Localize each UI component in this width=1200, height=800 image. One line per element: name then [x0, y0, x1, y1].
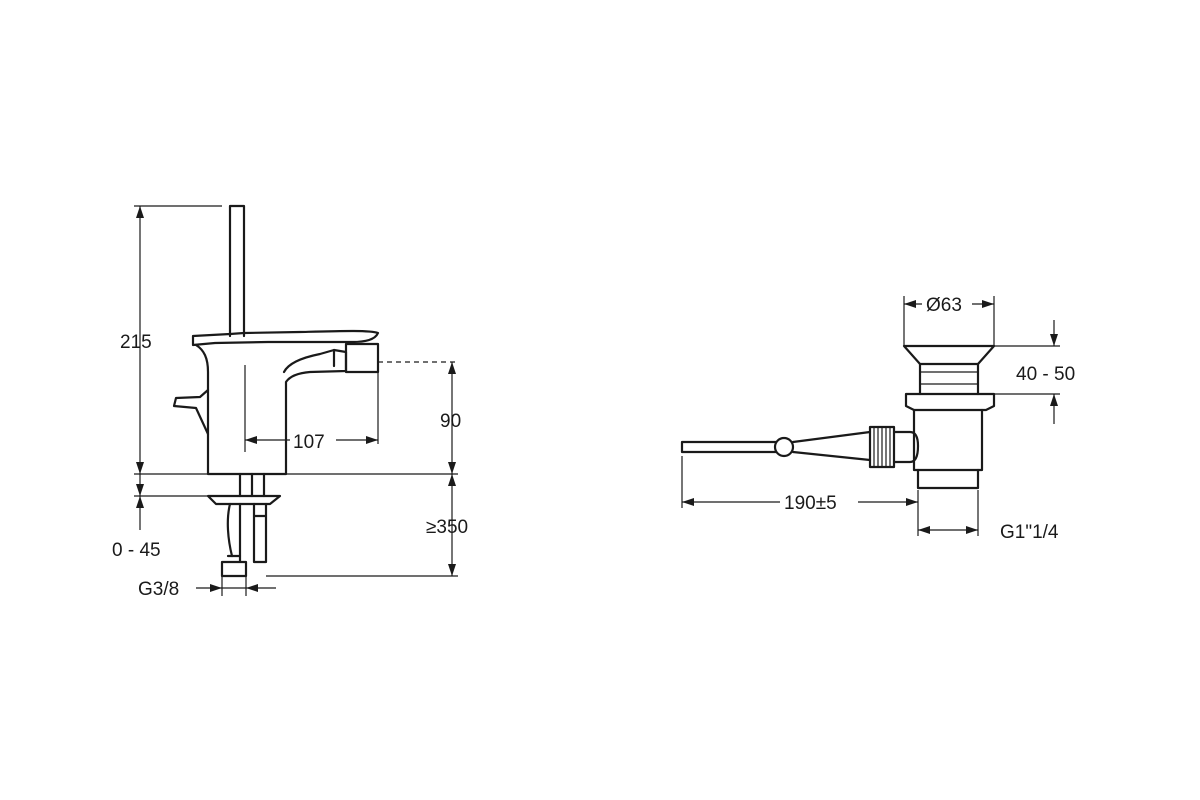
dim-waste-thread: G1"1/4 [1000, 522, 1059, 543]
mixer-body [194, 343, 348, 476]
dim-hose-length: ≥350 [426, 517, 468, 538]
supply-pipes [226, 472, 268, 564]
rod-ball-joint [773, 436, 795, 458]
dim-plug-diameter: Ø63 [926, 295, 962, 316]
waste-body [912, 408, 984, 472]
lock-nut [904, 392, 996, 412]
side-lever [172, 388, 210, 436]
dim-spout-height: 90 [440, 411, 461, 432]
dim-rod-length: 190±5 [784, 493, 837, 514]
plug-flange [902, 344, 996, 366]
dim-flange-depth: 40 - 50 [1016, 364, 1075, 385]
dim-height-total: 215 [120, 332, 152, 353]
dim-connection-thread: G3/8 [138, 579, 179, 600]
dim-deck-thickness: 0 - 45 [112, 540, 161, 561]
hose-nut [220, 554, 248, 578]
waste-drawing: Ø63 40 - 50 190±5 G1"1/4 [680, 290, 1075, 543]
handle-lever [191, 329, 380, 347]
pull-rod [680, 440, 778, 454]
mixer-drawing: 215 90 107 0 - 45 ≥350 G3/8 [112, 204, 468, 600]
dim-spout-reach: 107 [293, 432, 325, 453]
popup-rod [228, 204, 246, 338]
spout-nozzle [332, 342, 380, 374]
deck-base [206, 494, 282, 506]
